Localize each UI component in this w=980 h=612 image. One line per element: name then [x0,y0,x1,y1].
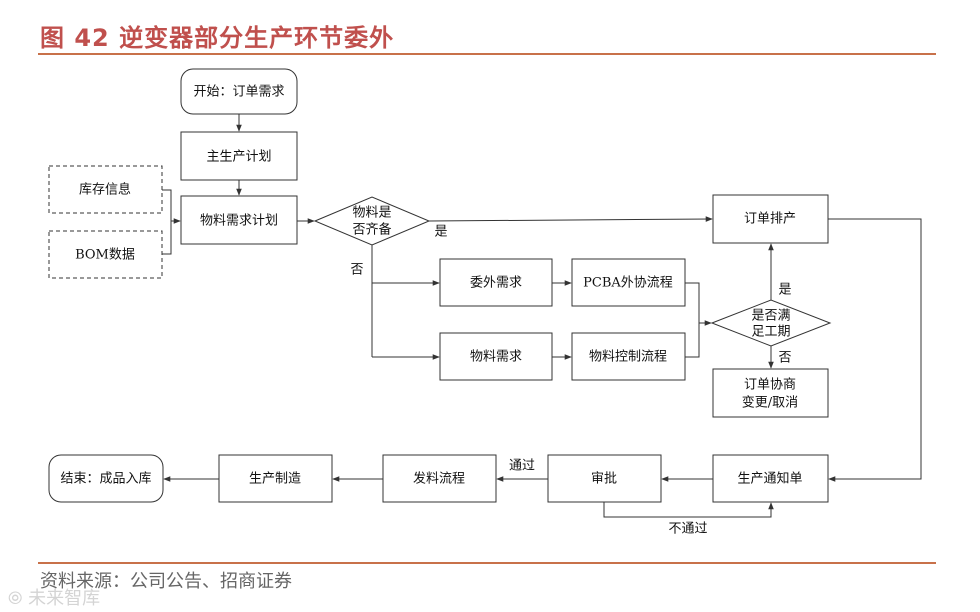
negotiate-label-2: 变更/取消 [742,395,798,411]
outsource-demand-label: 委外需求 [470,276,522,291]
pcba-process-label: PCBA外协流程 [583,276,673,291]
top-divider [38,53,936,55]
yes-label-2: 是 [778,283,791,298]
meet-deadline-label-2: 足工期 [751,325,790,340]
start-label: 开始：订单需求 [193,85,284,100]
bottom-divider [38,562,936,564]
arrow-reject-loop [603,502,774,518]
inventory-box [48,165,163,214]
manufacturing-label: 生产制造 [249,472,301,487]
production-notice-box [712,454,829,503]
order-schedule-box [712,194,829,244]
bom-label: BOM数据 [75,248,135,263]
arrow-schedule-to-notice [828,218,922,482]
not-approved-label: 不通过 [668,522,707,537]
negotiate-box [712,368,829,418]
approval-label: 审批 [591,472,617,487]
issue-process-label: 发料流程 [413,471,465,487]
source-note: 资料来源：公司公告、招商证券 [40,571,292,592]
end-label: 结束：成品入库 [60,471,151,487]
manufacturing-box [218,454,333,503]
inventory-label: 库存信息 [79,182,131,198]
mrp-box [180,195,298,245]
mrp-label: 物料需求计划 [200,214,278,229]
watermark: ⦾ 未来智库 [8,588,101,609]
material-control-box [571,332,686,381]
material-control-label: 物料控制流程 [589,350,667,365]
master-plan-label: 主生产计划 [206,150,271,165]
issue-process-box [382,454,497,503]
material-demand-label: 物料需求 [470,350,522,365]
yes-label-1: 是 [434,225,447,240]
meet-deadline-label-1: 是否满 [751,309,790,324]
pcba-process-box [571,258,686,307]
no-label-1: 否 [350,263,363,278]
no-label-2: 否 [778,351,791,366]
meet-deadline-decision [710,299,832,347]
end-box [48,454,164,503]
figure-title: 图 42 逆变器部分生产环节委外 [40,24,395,52]
connector-inventory-bom [162,189,172,255]
order-schedule-label: 订单排产 [744,212,796,227]
master-plan-box [180,131,298,181]
negotiate-label-1: 订单协商 [744,378,796,393]
approved-label: 通过 [509,459,535,474]
connector-to-deadline [685,282,700,358]
materials-ready-decision [313,196,431,246]
outsource-demand-box [439,258,553,307]
materials-ready-label-2: 否齐备 [352,222,391,238]
production-notice-label: 生产通知单 [737,471,802,487]
arrow-yes-to-schedule [428,216,713,222]
material-demand-box [439,332,553,381]
materials-ready-label-1: 物料是 [352,206,391,221]
